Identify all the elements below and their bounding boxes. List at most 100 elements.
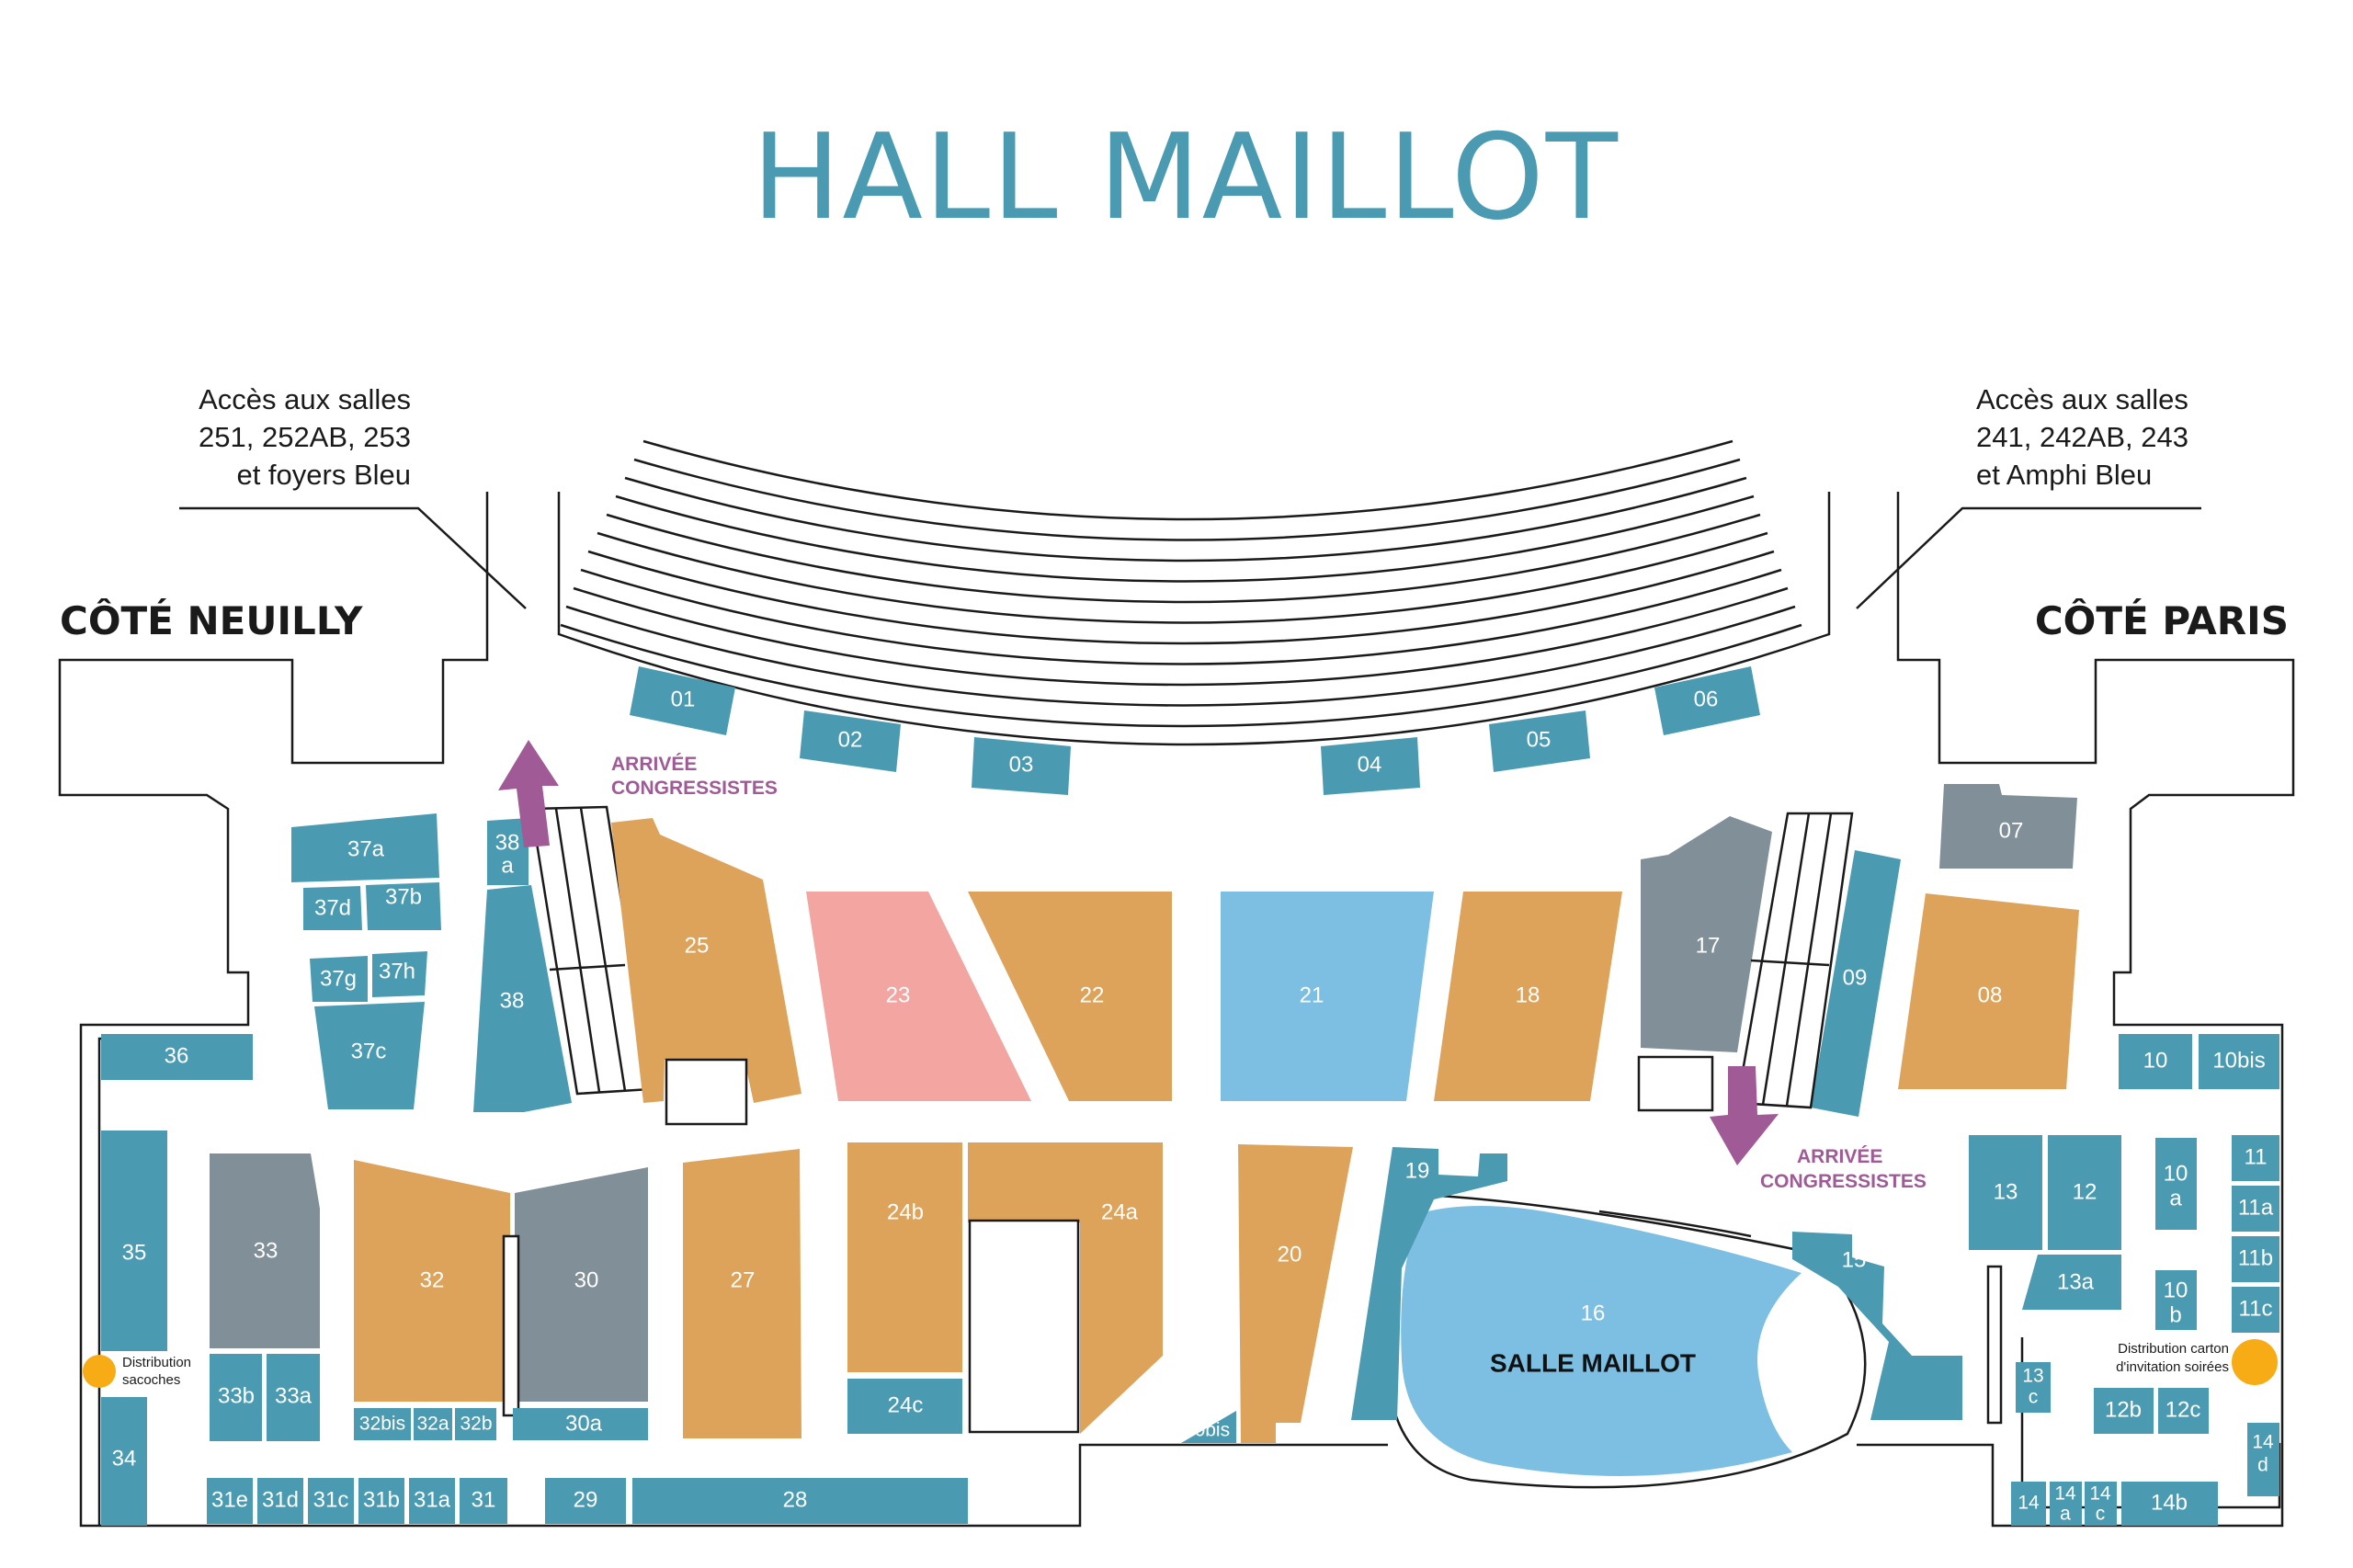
stand-label: 03 xyxy=(1009,752,1034,777)
svg-text:251, 252AB, 253: 251, 252AB, 253 xyxy=(199,421,411,453)
svg-text:34: 34 xyxy=(112,1446,137,1471)
svg-text:b: b xyxy=(2169,1302,2181,1327)
svg-text:ARRIVÉE: ARRIVÉE xyxy=(611,754,697,775)
svg-text:a: a xyxy=(2060,1504,2071,1525)
svg-text:11: 11 xyxy=(2245,1144,2268,1169)
svg-text:14: 14 xyxy=(2018,1493,2040,1514)
svg-text:23: 23 xyxy=(886,983,911,1007)
svg-text:31b: 31b xyxy=(363,1487,400,1512)
svg-text:38: 38 xyxy=(495,830,520,855)
stands-31-row: 31e 31d 31c 31b 31a 31 29 28 xyxy=(207,1478,968,1524)
svg-text:10bis: 10bis xyxy=(2212,1048,2265,1073)
svg-text:36: 36 xyxy=(165,1043,189,1068)
svg-text:31c: 31c xyxy=(313,1487,349,1512)
distribution-point-right: Distribution carton d'invitation soirées xyxy=(2116,1339,2278,1385)
svg-text:d: d xyxy=(2257,1455,2268,1476)
stand-label: 05 xyxy=(1527,727,1552,752)
svg-text:25: 25 xyxy=(685,933,710,958)
svg-text:et foyers Bleu: et foyers Bleu xyxy=(236,459,411,491)
svg-text:24a: 24a xyxy=(1101,1199,1139,1224)
stands-left-column: 36 35 34 xyxy=(101,1034,253,1526)
stands-33-group: 33 33b 33a xyxy=(210,1153,320,1441)
arrival-arrow-left: ARRIVÉE CONGRESSISTES xyxy=(498,740,778,847)
svg-text:33a: 33a xyxy=(275,1383,313,1408)
svg-text:15: 15 xyxy=(1842,1247,1867,1272)
svg-text:Accès aux salles: Accès aux salles xyxy=(1976,383,2188,415)
svg-text:24c: 24c xyxy=(888,1392,924,1417)
side-label-paris: CÔTÉ PARIS xyxy=(2035,597,2289,643)
stands-right-lower: 10 10bis 13 12 13a 10 a 10 b 11 11a 11b … xyxy=(1969,1034,2279,1526)
svg-text:32: 32 xyxy=(420,1267,445,1292)
salle-maillot-number: 16 xyxy=(1581,1301,1606,1325)
access-note-right: Accès aux salles 241, 242AB, 243 et Amph… xyxy=(1856,383,2201,609)
svg-text:11c: 11c xyxy=(2239,1296,2273,1321)
svg-text:10: 10 xyxy=(2164,1161,2188,1186)
svg-text:et Amphi Bleu: et Amphi Bleu xyxy=(1976,459,2152,491)
svg-text:14: 14 xyxy=(2252,1432,2274,1453)
svg-text:24b: 24b xyxy=(887,1199,924,1224)
svg-text:c: c xyxy=(2029,1387,2039,1408)
svg-text:27: 27 xyxy=(731,1267,756,1292)
svg-text:19: 19 xyxy=(1405,1158,1430,1183)
svg-text:ARRIVÉE: ARRIVÉE xyxy=(1797,1146,1882,1167)
svg-text:a: a xyxy=(501,853,514,878)
svg-text:32b: 32b xyxy=(460,1414,492,1435)
svg-text:31e: 31e xyxy=(211,1487,248,1512)
svg-text:33b: 33b xyxy=(218,1383,255,1408)
svg-text:13: 13 xyxy=(1994,1179,2018,1204)
stands-middle-lower: 27 24b 24a 24c 20 20bis xyxy=(683,1142,1353,1443)
svg-text:12b: 12b xyxy=(2105,1397,2142,1422)
svg-text:37b: 37b xyxy=(385,884,422,909)
escalator-left xyxy=(529,805,653,1096)
svg-text:10: 10 xyxy=(2143,1048,2168,1073)
svg-text:14: 14 xyxy=(2054,1483,2076,1505)
stands-central: 25 23 22 21 18 xyxy=(611,818,1622,1126)
svg-text:07: 07 xyxy=(1999,818,2024,843)
svg-text:29: 29 xyxy=(574,1487,598,1512)
svg-text:241, 242AB, 243: 241, 242AB, 243 xyxy=(1976,421,2188,453)
stands-19-15: 19 15 xyxy=(1351,1147,1962,1420)
svg-text:33: 33 xyxy=(254,1238,278,1263)
escalator-right xyxy=(1735,812,1854,1109)
svg-text:14b: 14b xyxy=(2151,1490,2188,1515)
svg-text:38: 38 xyxy=(500,988,525,1013)
svg-text:Accès aux salles: Accès aux salles xyxy=(199,383,411,415)
svg-text:37a: 37a xyxy=(347,836,385,861)
access-note-left: Accès aux salles 251, 252AB, 253 et foye… xyxy=(179,383,527,609)
stand-label: 01 xyxy=(671,687,696,711)
svg-text:17: 17 xyxy=(1696,933,1721,958)
stand-label: 02 xyxy=(838,727,863,752)
svg-text:c: c xyxy=(2096,1504,2106,1525)
svg-text:37h: 37h xyxy=(379,959,415,983)
map-title: HALL MAILLOT xyxy=(752,109,1620,246)
amphitheatre-seating xyxy=(557,439,1831,746)
svg-text:Distribution: Distribution xyxy=(122,1355,191,1370)
svg-text:09: 09 xyxy=(1843,965,1868,990)
svg-text:11a: 11a xyxy=(2238,1195,2274,1220)
svg-text:31d: 31d xyxy=(262,1487,299,1512)
svg-text:18: 18 xyxy=(1516,983,1540,1007)
svg-text:12: 12 xyxy=(2073,1179,2097,1204)
svg-text:10: 10 xyxy=(2164,1278,2188,1302)
svg-text:37c: 37c xyxy=(351,1039,387,1063)
svg-text:32a: 32a xyxy=(416,1414,449,1435)
svg-text:31a: 31a xyxy=(414,1487,451,1512)
svg-text:30a: 30a xyxy=(565,1411,603,1436)
svg-text:37g: 37g xyxy=(320,966,357,991)
svg-text:CONGRESSISTES: CONGRESSISTES xyxy=(611,778,778,799)
svg-text:sacoches: sacoches xyxy=(122,1372,180,1388)
stands-top-row: 01 02 03 04 05 06 xyxy=(630,666,1760,795)
stands-38-group: 38 a 38 xyxy=(473,818,572,1112)
svg-text:d'invitation soirées: d'invitation soirées xyxy=(2116,1359,2229,1375)
stand-label: 06 xyxy=(1694,687,1719,711)
svg-text:32bis: 32bis xyxy=(359,1414,405,1435)
svg-text:30: 30 xyxy=(574,1267,599,1292)
svg-text:35: 35 xyxy=(122,1240,147,1265)
stands-37-group: 37a 37d 37b 37g 37h 37c xyxy=(291,813,441,1109)
svg-text:11b: 11b xyxy=(2238,1245,2273,1270)
side-label-neuilly: CÔTÉ NEUILLY xyxy=(60,597,363,643)
stand-label: 04 xyxy=(1358,752,1382,777)
arrival-arrow-right: ARRIVÉE CONGRESSISTES xyxy=(1710,1066,1927,1192)
svg-text:37d: 37d xyxy=(314,895,351,920)
